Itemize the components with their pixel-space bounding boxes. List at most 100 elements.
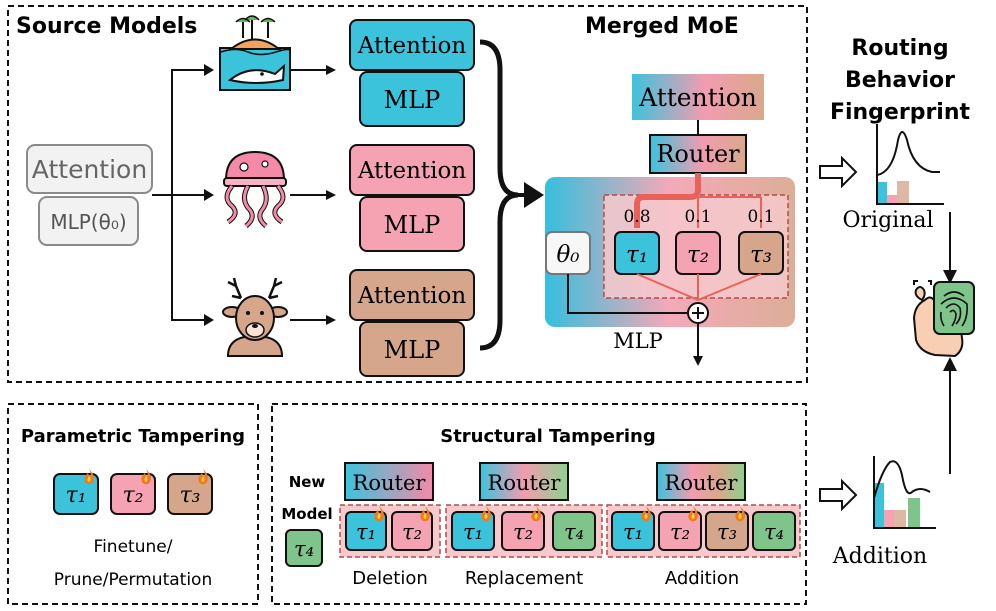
base-mlp-label: MLP(θ₀) [50, 210, 126, 234]
base-attention-box [26, 144, 153, 194]
merged-mlp-label: MLP [613, 329, 663, 353]
addition-expert-tau2 [658, 511, 702, 551]
merged-router-box [649, 134, 747, 174]
addition-label: Addition [832, 544, 927, 569]
param-expert-tau3 [167, 473, 213, 515]
addition-hollow-arrow [819, 478, 858, 512]
weight-tau2: 0.1 [684, 207, 711, 227]
merged-attention-label: Attention [638, 83, 757, 112]
addition-expert-tau3-label: τ₃ [717, 520, 737, 544]
fingerprint-scan-icon [912, 280, 975, 358]
original-to-hand-arrowhead [943, 270, 957, 284]
jellyfish-icon [223, 150, 287, 228]
parametric-panel-border [7, 403, 259, 605]
addition-expert-tau2-label: τ₂ [670, 520, 690, 544]
deletion-router-box [344, 462, 434, 501]
model1-attention-label: Attention [357, 33, 467, 59]
replacement-expert-tau1 [451, 511, 495, 551]
param-expert-tau1 [53, 473, 99, 515]
model2-attention-label: Attention [357, 158, 467, 184]
model3-mlp-box [359, 321, 465, 377]
replacement-expert-tau2 [501, 511, 545, 551]
whale-island-icon [219, 15, 291, 91]
fingerprint-title-line3: Fingerprint [830, 100, 971, 125]
parametric-caption-line1: Finetune/ [94, 537, 173, 557]
param-expert-tau3-label: τ₃ [180, 483, 201, 508]
addition-expert-tau4-label: τ₄ [764, 520, 784, 544]
addition-case-label: Addition [665, 568, 739, 589]
deletion-expert-tau1 [345, 511, 387, 551]
param-tau2-flame-icon [141, 469, 151, 485]
addition-expert-tau1 [611, 511, 655, 551]
replacement-expert-tau2-label: τ₂ [513, 520, 533, 544]
branch-lines [152, 69, 210, 321]
base-attention-label: Attention [32, 155, 147, 184]
sum-plus-icon [692, 307, 704, 319]
structural-panel-title: Structural Tampering [440, 426, 656, 447]
merge-brace [479, 39, 519, 351]
merged-expert-tau1-label: τ₁ [626, 242, 648, 268]
param-expert-tau2 [110, 473, 156, 515]
new-model-label-line2: Model [281, 505, 332, 523]
original-hollow-arrow [819, 155, 858, 189]
merged-router-label: Router [656, 140, 740, 168]
param-tau1-flame-icon [84, 469, 94, 485]
addition-expert-tau1-label: τ₁ [623, 520, 643, 544]
param-expert-tau1-label: τ₁ [66, 483, 87, 508]
merged-expert-tau2-label: τ₂ [687, 242, 709, 268]
replacement-router-box [479, 462, 569, 501]
structural-panel-border [271, 403, 807, 605]
source-panel-title: Source Models [16, 14, 197, 39]
deletion-expert-tau2 [391, 511, 433, 551]
param-tau3-flame-icon [198, 469, 208, 485]
router-to-tau1-heavy [634, 173, 701, 228]
merged-attention-box [632, 74, 764, 120]
merged-expert-tau3-label: τ₃ [750, 242, 772, 268]
merged-panel-title: Merged MoE [585, 14, 739, 39]
replacement-router-label: Router [488, 471, 562, 495]
parametric-panel-title: Parametric Tampering [21, 426, 245, 447]
deletion-expert-tau1-label: τ₁ [356, 520, 376, 544]
new-expert-tau4-label: τ₄ [294, 537, 314, 561]
replacement-expert-tau1-label: τ₁ [463, 520, 483, 544]
addition-router-label: Router [665, 471, 739, 495]
fingerprint-title-line1: Routing [851, 36, 948, 61]
source-panel-border [7, 5, 808, 383]
deletion-router-label: Router [353, 471, 427, 495]
weight-tau3: 0.1 [747, 207, 774, 227]
weight-tau1: 0.8 [623, 207, 650, 227]
param-expert-tau2-label: τ₂ [123, 483, 144, 508]
fingerprint-title-line2: Behavior [845, 68, 955, 93]
merge-arrow-head [524, 182, 544, 208]
deletion-label: Deletion [352, 568, 428, 589]
addition-routing-chart [873, 456, 936, 529]
base-mlp-box [38, 196, 139, 246]
branch-arrowheads [204, 64, 214, 326]
replacement-expert-tau4-label: τ₄ [564, 520, 584, 544]
model2-mlp-box [359, 196, 465, 252]
original-label: Original [842, 208, 933, 233]
new-expert-tau4 [285, 529, 323, 567]
model3-attention-box [349, 269, 475, 321]
addition-expert-tau4 [752, 511, 796, 551]
addition-router-box [656, 462, 746, 501]
replacement-expert-tau4 [552, 511, 596, 551]
model3-mlp-label: MLP [384, 336, 441, 364]
model1-mlp-label: MLP [384, 86, 441, 114]
experts-to-sum-lines [636, 273, 762, 301]
model1-attention-box [349, 19, 475, 71]
addition-to-hand-arrowhead [943, 357, 957, 371]
deletion-expert-tau2-label: τ₂ [402, 520, 422, 544]
model2-attention-box [349, 144, 475, 196]
parametric-caption-line2: Prune/Permutation [54, 570, 212, 590]
deer-icon [222, 277, 288, 357]
addition-expert-tau3 [705, 511, 749, 551]
new-model-label-line1: New [289, 473, 326, 491]
replacement-label: Replacement [465, 568, 583, 589]
model2-mlp-label: MLP [384, 211, 441, 239]
model1-mlp-box [359, 71, 465, 127]
model3-attention-label: Attention [357, 283, 467, 309]
theta0-to-sum-line [567, 274, 688, 314]
theta0-label: θ₀ [556, 242, 579, 268]
